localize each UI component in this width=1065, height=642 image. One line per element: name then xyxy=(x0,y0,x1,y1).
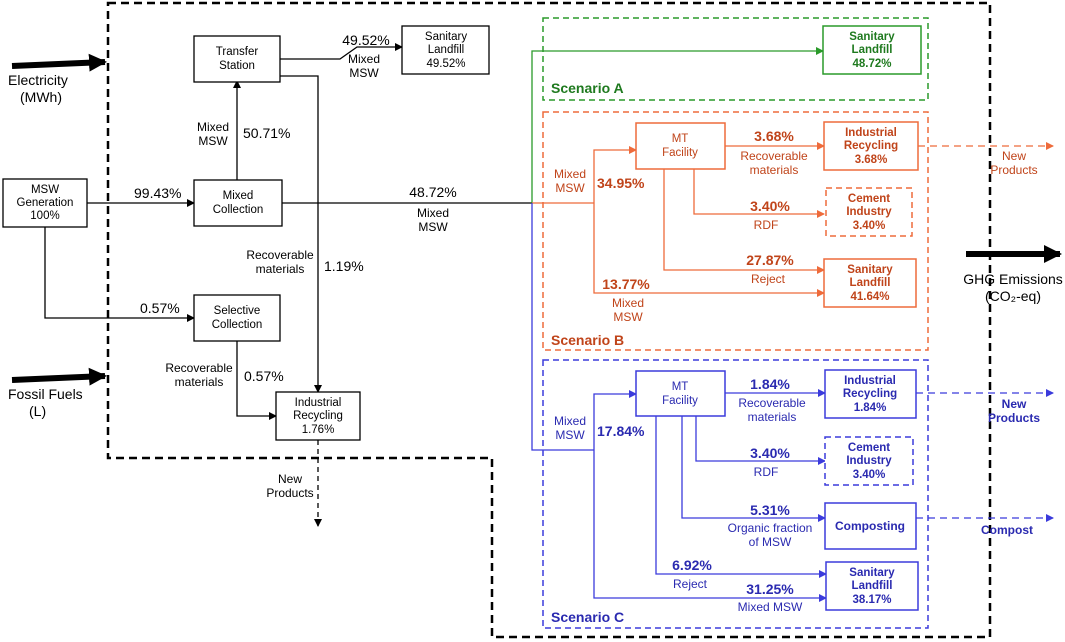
flow-scenario-a xyxy=(531,47,824,203)
scenario-c-frame xyxy=(542,359,929,629)
flow-transfer-to-recycling xyxy=(280,75,322,393)
flow-c-to-composting xyxy=(681,416,826,522)
flow-gen-to-selective xyxy=(44,227,195,322)
flow-c-to-mt xyxy=(593,390,637,450)
scenario-b-reject-label: Reject xyxy=(751,272,786,286)
scenario-b-rdf-label: RDF xyxy=(754,218,779,232)
scenario-b-rdf-pct: 3.40% xyxy=(750,198,790,214)
flow-c-to-rdf xyxy=(695,416,826,465)
industrial-recycling-main-box xyxy=(275,391,361,441)
flow-selective-to-recycling xyxy=(236,341,277,420)
flow-b-reject xyxy=(663,169,825,274)
scenario-b-cement-box xyxy=(825,187,913,237)
flow-b-to-landfill xyxy=(593,203,825,297)
scenario-c-landfill-label: Mixed MSW xyxy=(738,600,803,614)
scenario-c-organic-pct: 5.31% xyxy=(750,502,790,518)
scenario-b-to-mt-pct: 34.95% xyxy=(597,175,645,191)
scenario-c-composting-label: Composting xyxy=(835,519,905,533)
scenario-b-reject-pct: 27.87% xyxy=(746,252,794,268)
scenario-a-frame xyxy=(542,17,929,101)
scenario-c-cement-box xyxy=(824,436,914,486)
electricity-arrow xyxy=(11,53,107,72)
electricity-label: Electricity(MWh) xyxy=(8,72,68,105)
ghg-label: GHG Emissions(CO₂-eq) xyxy=(963,271,1063,304)
mixed-to-transfer-pct: 50.71% xyxy=(243,125,290,141)
flow-c-to-landfill xyxy=(593,450,827,602)
scenario-b-title: Scenario B xyxy=(551,332,624,348)
scenario-b-mt-box xyxy=(635,122,726,170)
scenario-c-compost: Compost xyxy=(981,523,1033,537)
mixed-out-pct: 48.72% xyxy=(409,184,456,200)
scenario-c-recycling-box xyxy=(824,369,917,419)
sanitary-landfill-main-box xyxy=(401,25,490,75)
mixed-collection-box xyxy=(193,179,283,227)
selective-recoverable-pct: 0.57% xyxy=(244,368,284,384)
scenario-b-landfill-box xyxy=(823,258,917,308)
flow-c-in xyxy=(531,203,594,451)
scenario-c-landfill-pct: 31.25% xyxy=(746,581,794,597)
flow-transfer-to-landfill xyxy=(280,43,403,60)
scenario-b-landfill-pct: 13.77% xyxy=(602,276,650,292)
scenario-b-recycling-pct: 3.68% xyxy=(754,128,794,144)
flow-b-to-rdf xyxy=(693,169,825,218)
scenario-c-title: Scenario C xyxy=(551,609,624,625)
fossil-fuels-label: Fossil Fuels(L) xyxy=(8,386,83,419)
flow-c-reject xyxy=(655,416,827,578)
gen-to-mixed-pct: 99.43% xyxy=(134,185,181,201)
scenario-b-frame xyxy=(542,111,929,351)
scenario-c-reject-label: Reject xyxy=(673,577,708,591)
selective-collection-box xyxy=(193,294,281,342)
scenario-c-recycling-pct: 1.84% xyxy=(750,376,790,392)
scenario-b-recycling-box xyxy=(823,121,919,171)
transfer-to-landfill-pct: 49.52% xyxy=(342,32,389,48)
flow-b-to-mt xyxy=(593,146,637,203)
scenario-c-reject-pct: 6.92% xyxy=(672,557,712,573)
recoverable-pct: 1.19% xyxy=(324,258,364,274)
scenario-a-landfill-box xyxy=(822,25,922,75)
scenario-c-rdf-label: RDF xyxy=(754,465,779,479)
scenario-c-to-mt-pct: 17.84% xyxy=(597,423,645,439)
scenario-c-rdf-pct: 3.40% xyxy=(750,445,790,461)
scenario-a-title: Scenario A xyxy=(551,80,624,96)
scenario-c-composting-box xyxy=(824,502,917,550)
gen-to-selective-pct: 0.57% xyxy=(140,300,180,316)
system-boundary xyxy=(106,1,992,639)
transfer-station-box xyxy=(193,35,281,83)
fossil-fuels-arrow xyxy=(11,367,107,386)
scenario-c-landfill-box xyxy=(825,561,919,611)
scenario-c-mt-box xyxy=(635,370,726,417)
msw-generation-box xyxy=(2,178,88,228)
